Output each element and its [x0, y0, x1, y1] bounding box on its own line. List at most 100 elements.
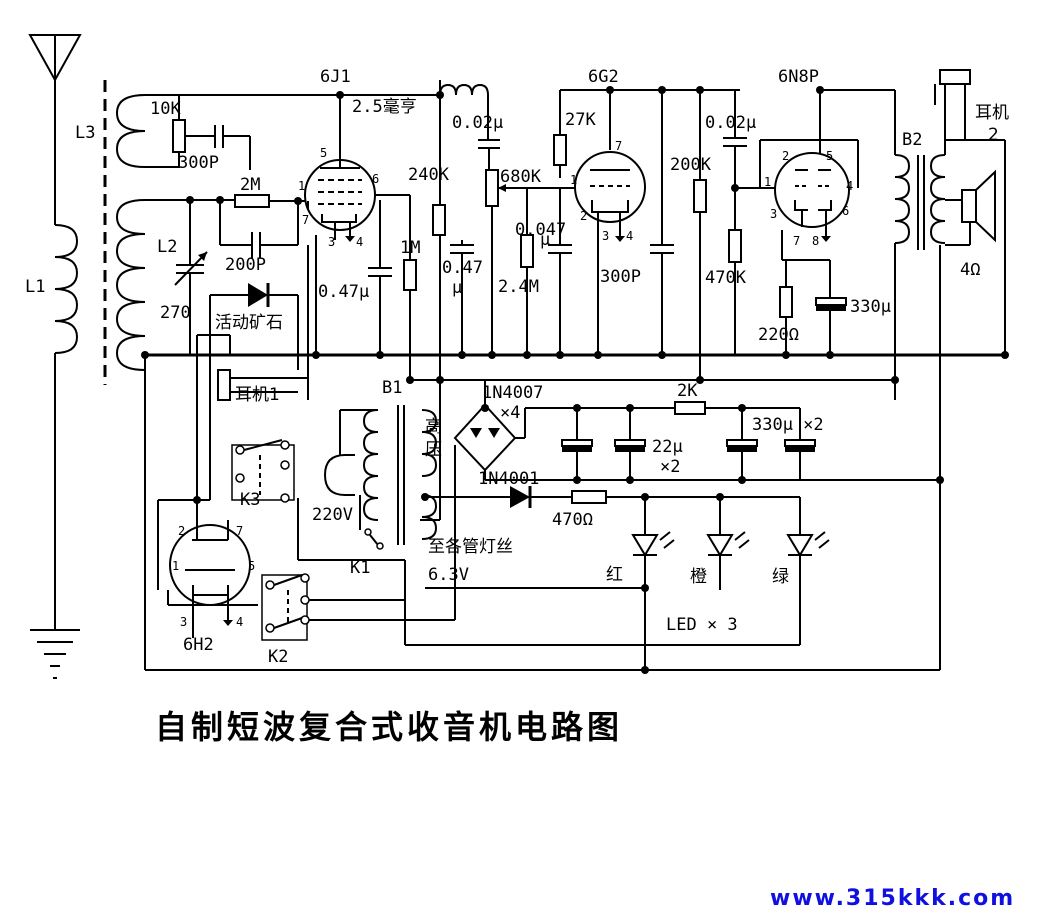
- c-300p-b-label: 300P: [600, 267, 641, 287]
- c-0047-label: 0.047: [515, 220, 566, 240]
- tube-6n8p-label: 6N8P: [778, 67, 819, 87]
- pin-label: 4: [236, 615, 243, 629]
- crystal-diode: [248, 283, 268, 307]
- resistor-2k: [674, 401, 706, 415]
- k1-label: K1: [350, 558, 370, 578]
- mains-label: 220V: [312, 505, 353, 525]
- pin-label: 6: [842, 204, 849, 218]
- coil-2-5-label: 2.5毫亨: [352, 97, 417, 117]
- c-330u-label: 330μ: [850, 297, 891, 317]
- pin-label: 2: [178, 524, 185, 538]
- d-bridge-x4-label: ×4: [500, 403, 520, 423]
- resistor-240k: [432, 204, 446, 236]
- r-10k-label: 10K: [150, 99, 181, 119]
- pin-label: 1: [172, 559, 179, 573]
- pin-label: 1: [298, 179, 305, 193]
- r-470k-label: 470K: [705, 268, 747, 288]
- speaker-label: 4Ω: [960, 260, 980, 280]
- transformer-b1: [362, 405, 438, 545]
- r-1m-label: 1M: [400, 238, 420, 258]
- r-470-label: 470Ω: [552, 510, 593, 530]
- filament-label: 至各管灯丝: [428, 537, 513, 557]
- d-1n4001-label: 1N4001: [478, 469, 539, 489]
- c-047-b-label: 0.47: [442, 258, 483, 278]
- pin-label: 5: [320, 146, 327, 160]
- potentiometer-680k: [485, 169, 499, 207]
- tube-6g2-label: 6G2: [588, 67, 619, 87]
- led-green-label: 绿: [772, 567, 789, 587]
- c-270-label: 270: [160, 303, 191, 323]
- c-22u-x2-label: ×2: [660, 457, 680, 477]
- switch-k3: [231, 439, 295, 503]
- pin-label: 7: [302, 213, 309, 227]
- pin-label: 7: [615, 139, 622, 153]
- filter-caps: [485, 408, 940, 481]
- k3-label: K3: [240, 490, 260, 510]
- hv-label-2: 压: [425, 440, 442, 460]
- tube-6h2-label: 6H2: [183, 635, 214, 655]
- transformer-b2: [894, 154, 946, 400]
- r-2k-label: 2K: [677, 381, 698, 401]
- l2-label: L2: [157, 237, 177, 257]
- b2-label: B2: [902, 130, 922, 150]
- resistor-27k: [553, 134, 567, 166]
- pin-label: 2: [580, 209, 587, 223]
- pin-label: 7: [793, 234, 800, 248]
- pin-label: 4: [356, 235, 363, 249]
- pin-label: 3: [328, 235, 335, 249]
- resistor-10k: [172, 119, 186, 153]
- pin-label: 1: [570, 173, 577, 187]
- k2-label: K2: [268, 647, 288, 667]
- mains-plug: [323, 409, 378, 530]
- l1-label: L1: [25, 277, 45, 297]
- c-002-b-label: 0.02μ: [705, 113, 756, 133]
- r-24m-label: 2.4M: [498, 277, 539, 297]
- resistor-1m: [403, 259, 417, 291]
- resistor-470: [571, 490, 607, 504]
- resistor-200k: [693, 179, 707, 213]
- pin-label: 3: [602, 229, 609, 243]
- rf-choke: [439, 83, 489, 96]
- resistor-220: [779, 286, 793, 318]
- earphone-1-jack: [217, 369, 308, 401]
- junctions: [141, 86, 1009, 674]
- pin-label: 7: [236, 524, 243, 538]
- bridge-rectifier: [453, 380, 525, 480]
- c-330x2-label: 330μ ×2: [752, 415, 824, 435]
- c-047-b-unit: μ: [452, 278, 462, 298]
- pin-label: 1: [764, 175, 771, 189]
- c-0047-unit: μ: [540, 230, 550, 250]
- c-047-a-label: 0.47μ: [318, 282, 369, 302]
- tube-6j1-label: 6J1: [320, 67, 351, 87]
- d-bridge-label: 1N4007: [482, 383, 543, 403]
- pin-label: 5: [248, 559, 255, 573]
- diagram-title: 自制短波复合式收音机电路图: [155, 708, 623, 746]
- pin-label: 2: [782, 149, 789, 163]
- c-002-a-label: 0.02μ: [452, 113, 503, 133]
- r-27k-label: 27K: [565, 110, 596, 130]
- led-orange-label: 橙: [690, 567, 707, 587]
- pin-label: 4: [626, 229, 633, 243]
- pin-label: 3: [180, 615, 187, 629]
- crystal-label: 活动矿石: [215, 313, 283, 333]
- r-240k-label: 240K: [408, 165, 450, 185]
- c-22u-label: 22μ: [652, 437, 683, 457]
- tube-6n8p: [774, 152, 850, 242]
- pin-label: 5: [826, 149, 833, 163]
- led-orange: [706, 497, 750, 590]
- coil-l1: [54, 224, 79, 630]
- resistor-470k: [728, 229, 742, 263]
- pin-label: 4: [846, 179, 853, 193]
- led-count-label: LED × 3: [666, 615, 738, 635]
- tube-6g2: [574, 151, 646, 355]
- pin-label: 3: [770, 207, 777, 221]
- earphone2-label-b: 2: [988, 125, 999, 145]
- led-green: [405, 497, 830, 646]
- earphone1-label: 耳机1: [235, 385, 280, 405]
- r-680k-label: 680K: [500, 167, 542, 187]
- earphone2-label-a: 耳机: [975, 103, 1009, 123]
- l3-label: L3: [75, 123, 95, 143]
- filament-v-label: 6.3V: [428, 565, 469, 585]
- earphone-2-jack: [934, 69, 971, 155]
